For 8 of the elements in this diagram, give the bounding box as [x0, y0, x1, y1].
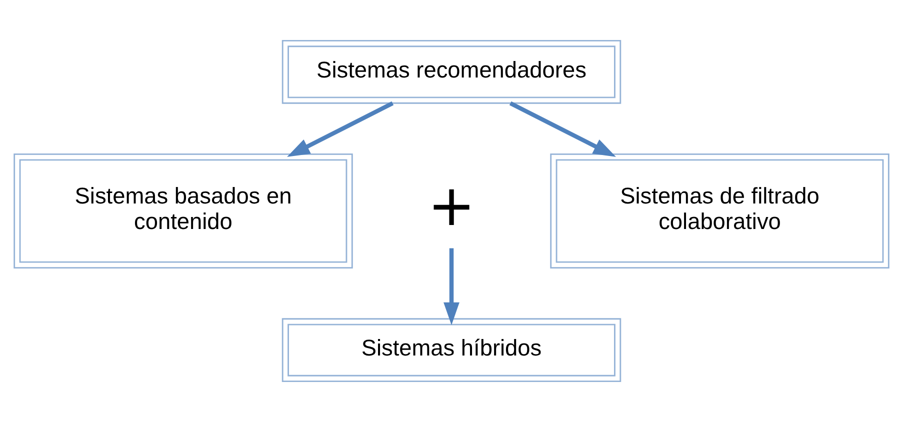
- arrow: [509, 100, 616, 156]
- node-box: Sistemas de filtrado colaborativo: [550, 153, 890, 268]
- arrow: [444, 248, 460, 325]
- node-box: Sistemas híbridos: [282, 318, 622, 382]
- node-box: Sistemas recomendadores: [282, 39, 622, 104]
- node-box: Sistemas basados en contenido: [14, 153, 353, 268]
- node-text: +: [428, 172, 476, 239]
- arrow: [287, 100, 394, 156]
